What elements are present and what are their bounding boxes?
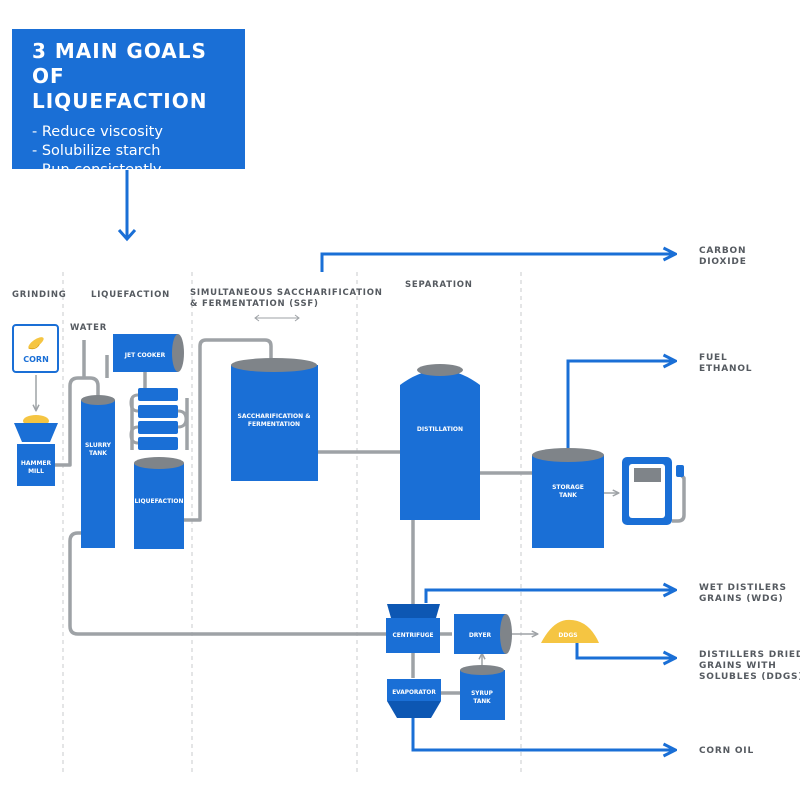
goals-title-line2: LIQUEFACTION	[32, 89, 208, 113]
hammer-mill: HAMMER MILL	[14, 415, 58, 486]
liquefaction-tank: LIQUEFACTION	[134, 457, 184, 549]
distillation-column: DISTILLATION	[400, 364, 480, 520]
evaporator: EVAPORATOR	[387, 679, 441, 718]
goals-callout-box: 3 MAIN GOALS OF LIQUEFACTION Reduce visc…	[12, 29, 245, 178]
output-wdg-line2: GRAINS (WDG)	[699, 594, 783, 604]
evaporator-label: EVAPORATOR	[392, 690, 436, 696]
water-label: WATER	[70, 323, 107, 333]
corn-label: CORN	[23, 355, 49, 364]
goal-item: Reduce viscosity	[32, 123, 245, 142]
storage-tank: STORAGE TANK	[532, 448, 604, 548]
output-ddgs-line1: DISTILLERS DRIED	[699, 650, 800, 660]
jet-cooker: JET COOKER	[113, 334, 184, 372]
pump-nozzle	[672, 472, 686, 523]
output-line-wdg	[424, 590, 674, 603]
section-ssf-line1: SIMULTANEOUS SACCHARIFICATION	[190, 288, 383, 298]
section-ssf-line2: & FERMENTATION (SSF)	[190, 299, 319, 309]
goal-item: Solubilize starch	[32, 142, 245, 161]
syrup-tank-label-line1: SYRUP	[471, 691, 494, 697]
corn-icon	[28, 337, 44, 350]
section-grinding: GRINDING	[12, 290, 67, 300]
storage-tank-label-line1: STORAGE	[552, 484, 584, 491]
output-corn-oil: CORN OIL	[699, 746, 754, 756]
jet-cooker-label: JET COOKER	[124, 352, 166, 359]
section-liquefaction: LIQUEFACTION	[91, 290, 170, 300]
section-separation: SEPARATION	[405, 280, 473, 290]
syrup-tank: SYRUP TANK	[460, 665, 505, 720]
output-line-ethanol	[566, 361, 674, 449]
ddgs-pile: DDGS	[541, 619, 599, 643]
ssf-double-arrow	[254, 314, 300, 322]
fuel-pump-icon	[622, 457, 684, 525]
output-co2-line1: CARBON	[699, 246, 746, 256]
output-ddgs-line3: SOLUBLES (DDGS)	[699, 672, 800, 682]
output-line-co2	[320, 254, 674, 272]
section-dividers	[62, 272, 522, 775]
goals-arrow	[117, 170, 137, 242]
goals-title: 3 MAIN GOALS OF LIQUEFACTION	[32, 39, 245, 114]
pipe-mill-to-slurry	[52, 376, 100, 467]
output-line-ddgs	[575, 643, 674, 658]
dryer-label: DRYER	[469, 632, 492, 639]
holding-coil	[129, 388, 188, 450]
goal-item: Run consistently	[32, 161, 245, 180]
output-ddgs-line2: GRAINS WITH	[699, 661, 777, 671]
hammer-mill-label-line1: HAMMER	[21, 460, 52, 467]
slurry-tank-label-line2: TANK	[89, 450, 107, 457]
output-line-corn-oil	[411, 718, 674, 750]
pipes	[52, 338, 686, 695]
output-wdg-line1: WET DISTILERS	[699, 583, 787, 593]
liquefaction-tank-label: LIQUEFACTION	[134, 498, 183, 505]
hammer-mill-label-line2: MILL	[28, 468, 44, 475]
ssf-tank-label-line1: SACCHARIFICATION &	[238, 413, 311, 420]
slurry-tank-label-line1: SLURRY	[85, 442, 112, 449]
pipe-centrifuge-return	[68, 531, 386, 636]
output-ethanol-line2: ETHANOL	[699, 364, 752, 374]
syrup-tank-label-line2: TANK	[473, 699, 491, 705]
distillation-label: DISTILLATION	[417, 426, 463, 433]
centrifuge: CENTRIFUGE	[386, 604, 440, 653]
storage-tank-label-line2: TANK	[559, 492, 577, 499]
ddgs-pile-label: DDGS	[558, 632, 577, 639]
dryer: DRYER	[454, 614, 512, 654]
pipe-liq-to-ssf	[183, 338, 273, 522]
output-co2-line2: DIOXIDE	[699, 257, 747, 267]
corn-box: CORN	[12, 324, 59, 373]
ssf-tank: SACCHARIFICATION & FERMENTATION	[231, 358, 318, 481]
goals-title-line1: 3 MAIN GOALS OF	[32, 39, 207, 88]
centrifuge-label: CENTRIFUGE	[392, 633, 433, 639]
output-ethanol-line1: FUEL	[699, 353, 728, 363]
ssf-tank-label-line2: FERMENTATION	[248, 421, 300, 428]
slurry-tank: SLURRY TANK	[81, 395, 115, 548]
